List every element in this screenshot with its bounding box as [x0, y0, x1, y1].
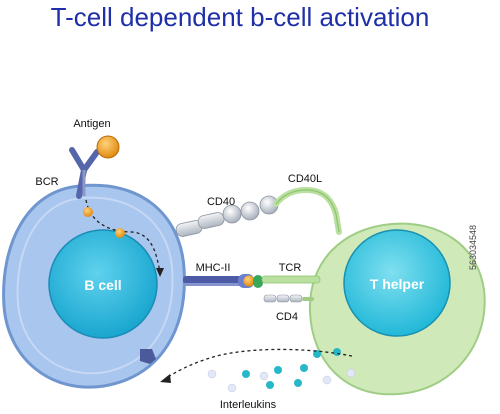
diagram-title: T-cell dependent b-cell activation	[50, 2, 430, 32]
interleukin-flow-path	[165, 348, 353, 379]
secreted-receptor-icon	[140, 349, 156, 364]
cd40-cd40l-complex	[175, 186, 342, 237]
cd4-label: CD4	[276, 311, 298, 323]
processing-arrow-icon	[156, 268, 164, 277]
tcr-label: TCR	[279, 262, 302, 274]
b-cell-nucleus	[48, 229, 158, 339]
cd40-label: CD40	[207, 196, 235, 208]
t-helper-cell: T helper	[308, 222, 486, 396]
antigen-fragment	[83, 207, 93, 217]
t-helper-nucleus	[343, 229, 451, 337]
b-cell-inner-membrane	[16, 196, 174, 375]
cd40l-label: CD40L	[288, 173, 322, 185]
antigen-label: Antigen	[73, 118, 110, 130]
mhc2-label: MHC-II	[196, 262, 231, 274]
stock-id-text: 563034548	[468, 224, 478, 270]
b-cell: B cell	[2, 183, 186, 389]
bcr-label: BCR	[35, 176, 58, 188]
antigen-processing-path	[85, 199, 161, 273]
bcr-receptor	[69, 147, 100, 199]
t-helper-label: T helper	[370, 276, 425, 292]
b-cell-label: B cell	[84, 277, 121, 293]
antigen-icon	[96, 135, 120, 159]
interleukins-label: Interleukins	[220, 399, 277, 411]
mhc-tcr-complex	[183, 274, 321, 303]
antigen-fragment	[115, 228, 125, 238]
interleukin-particles	[207, 348, 356, 393]
presented-antigen-icon	[243, 275, 255, 287]
interleukin-arrow-icon	[160, 374, 171, 383]
